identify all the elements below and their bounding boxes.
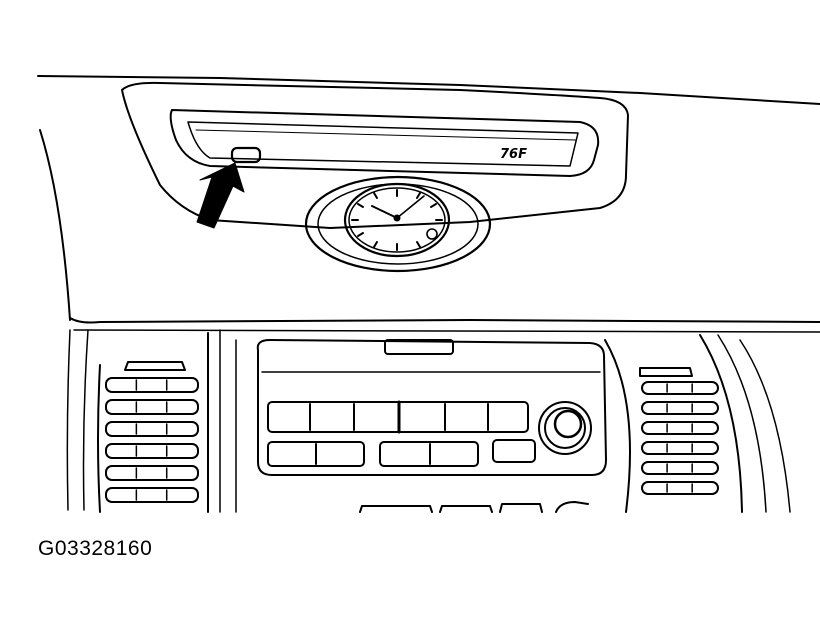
pointer-arrow-icon [196,162,245,229]
upper-trim-panel [121,81,629,229]
vent-slat [641,421,719,435]
display-housing [169,109,600,177]
dash-top-edge [37,75,820,105]
vent-slat [641,481,719,495]
center-stack [219,329,607,513]
display-readout: 76F [500,147,527,162]
figure-id-label: G03328160 [38,537,153,560]
vent-slat [105,421,199,437]
vent-slat [105,377,199,393]
dash-ledge [69,317,820,324]
vent-slat [641,441,719,455]
analog-clock-icon [304,175,492,273]
vent-slat [105,465,199,481]
dash-left-curve [39,129,71,321]
left-air-vent [97,332,209,513]
vent-slat [105,487,199,503]
vent-slat [641,461,719,475]
vent-slat [105,399,199,415]
vent-slat [641,401,719,415]
vent-slat [641,381,719,395]
display-screen [187,121,579,167]
display-button [230,146,262,164]
vent-slat [105,443,199,459]
right-air-vent [604,334,791,513]
